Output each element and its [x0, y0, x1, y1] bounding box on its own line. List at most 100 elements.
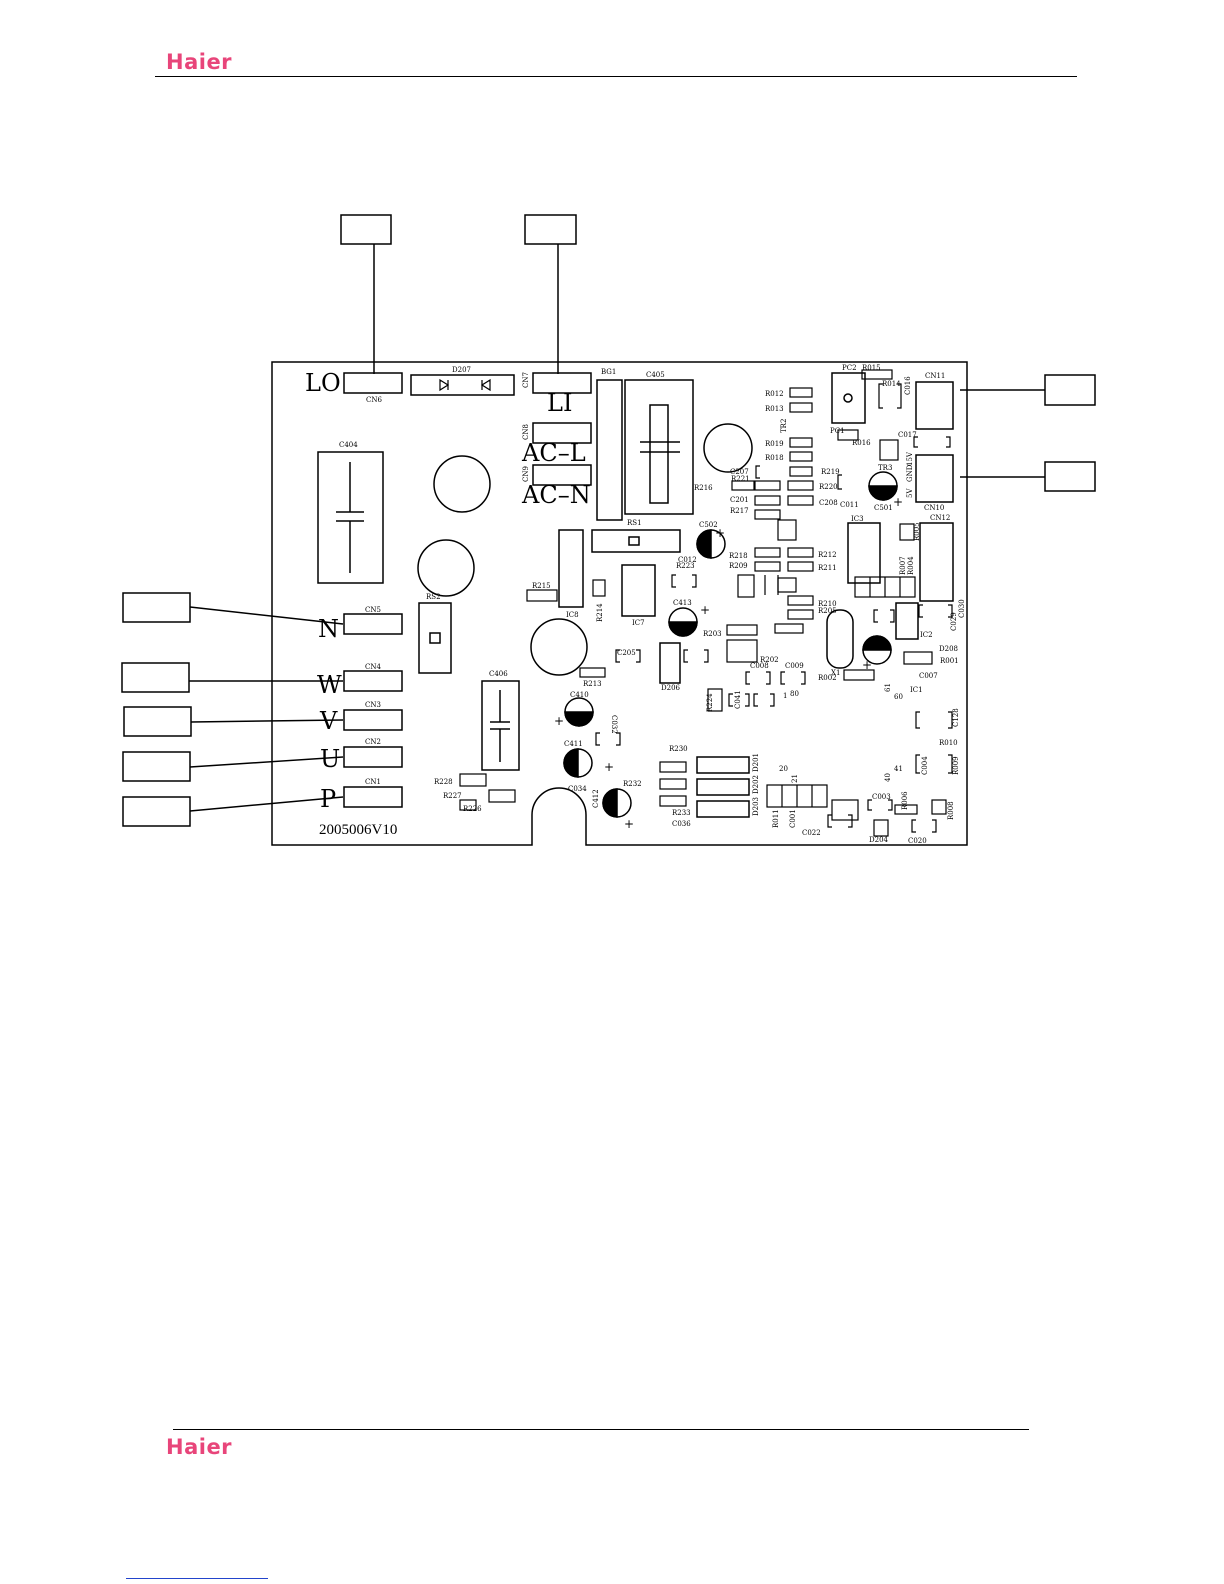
board-outline [271, 361, 968, 846]
label-cn4: CN4 [365, 663, 381, 671]
label-cn5: CN5 [365, 606, 381, 614]
connector-cn8 [532, 422, 592, 444]
label-r218: R218 [729, 552, 748, 560]
label-r232: R232 [623, 780, 642, 788]
label-d204: D204 [869, 836, 889, 844]
diode-d203 [696, 800, 750, 818]
board-serial: 2005006V10 [319, 822, 397, 838]
label-d208: D208 [939, 645, 958, 653]
label-r015: R015 [862, 364, 881, 372]
pc2 [831, 372, 866, 424]
d206 [659, 642, 681, 684]
label-c020: C020 [908, 837, 927, 845]
label-r215: R215 [532, 582, 551, 590]
label-c412: C412 [592, 789, 600, 808]
label-r005: R005 [913, 522, 921, 541]
label-r004: R004 [907, 556, 915, 575]
label-c405: C405 [646, 371, 665, 379]
label-cn10-15v: 15V [906, 451, 914, 466]
cap-c410 [564, 697, 594, 727]
label-c413: C413 [673, 599, 692, 607]
label-r018: R018 [765, 454, 784, 462]
label-r010: R010 [939, 739, 958, 747]
label-c012: C012 [678, 556, 697, 564]
cap-c502 [696, 529, 726, 559]
plus-mark: + [715, 526, 725, 540]
label-c502: C502 [699, 521, 718, 529]
label-c208: C208 [819, 499, 838, 507]
terminal-label-p: P [320, 785, 336, 813]
label-d201: D201 [752, 753, 760, 772]
terminal-label-li: LI [547, 389, 572, 417]
mount-hole-4 [703, 423, 753, 473]
label-c406: C406 [489, 670, 508, 678]
label-pin21: 21 [791, 774, 799, 783]
brand-logo-top: Haier [166, 50, 233, 74]
label-rs1: RS1 [627, 519, 642, 527]
label-r014: R014 [882, 380, 901, 388]
label-c011: C011 [840, 501, 859, 509]
terminal-label-ac-l: AC–L [521, 439, 586, 467]
label-pin80: 80 [790, 690, 799, 698]
cn12-header [919, 522, 954, 602]
label-ic7: IC7 [632, 619, 645, 627]
label-d206: D206 [661, 684, 681, 692]
callout-box-cn11 [1044, 374, 1096, 406]
label-cn10-gnd: GND [906, 464, 914, 482]
label-r233: R233 [672, 809, 691, 817]
label-r205: R205 [818, 607, 837, 615]
label-c501: C501 [874, 504, 893, 512]
connector-cn9 [532, 464, 592, 486]
mount-hole-2 [417, 539, 475, 597]
label-cn9: CN9 [522, 466, 530, 482]
mount-hole-3 [530, 618, 588, 676]
label-cn10-5v: 5V [906, 488, 914, 498]
plus-mark: + [604, 760, 614, 774]
label-r011: R011 [772, 809, 780, 828]
label-c205: C205 [617, 649, 636, 657]
label-d207: D207 [452, 366, 471, 374]
label-r210: R210 [818, 600, 837, 608]
label-r203: R203 [703, 630, 722, 638]
label-c201: C201 [730, 496, 749, 504]
label-r202: R202 [760, 656, 779, 664]
label-cn7: CN7 [522, 372, 530, 388]
callout-box-lo [340, 214, 392, 245]
label-pin40: 40 [884, 773, 892, 782]
label-c041: C041 [734, 690, 742, 709]
label-c017: C017 [898, 431, 917, 439]
label-r226: R226 [463, 805, 482, 813]
terminal-label-ac-n: AC–N [521, 481, 591, 509]
cap-c411 [563, 748, 593, 778]
label-cn8: CN8 [522, 424, 530, 440]
label-pin61: 61 [884, 683, 892, 692]
label-c207: C207 [730, 468, 749, 476]
label-c008: C008 [750, 662, 769, 670]
label-r002: R002 [818, 674, 837, 682]
label-ic8: IC8 [566, 611, 579, 619]
label-cn12: CN12 [930, 514, 950, 522]
label-bg1: BG1 [601, 368, 616, 376]
label-pin41: 41 [894, 765, 903, 773]
plus-mark: + [624, 817, 634, 831]
label-c411: C411 [564, 740, 583, 748]
resistor-rs1 [591, 529, 681, 553]
header-divider [155, 76, 1077, 77]
label-r223: R223 [676, 562, 695, 570]
label-r216: R216 [694, 484, 713, 492]
callout-box-n [122, 592, 191, 623]
label-c029: C029 [950, 612, 958, 631]
label-r219: R219 [821, 468, 840, 476]
callout-box-w [121, 662, 190, 693]
label-c009: C009 [785, 662, 804, 670]
footer-divider [173, 1429, 1029, 1430]
capacitor-c404 [317, 451, 384, 584]
label-r212: R212 [818, 551, 837, 559]
terminal-label-v: V [319, 707, 338, 735]
callout-box-p [122, 796, 191, 827]
label-c034: C034 [568, 785, 587, 793]
ic2 [895, 602, 919, 640]
label-cn10: CN10 [924, 504, 944, 512]
callout-box-li [524, 214, 577, 245]
